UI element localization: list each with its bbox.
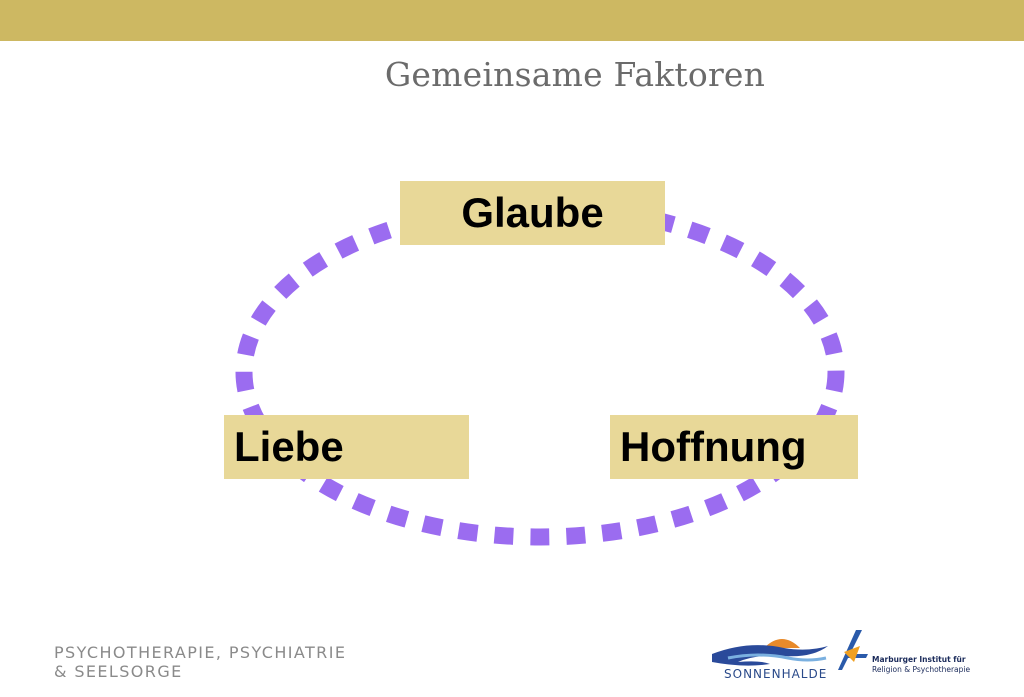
- glaube-box: Glaube: [400, 181, 665, 245]
- marburg-institute-wordmark: Marburger Institut für Religion & Psycho…: [872, 655, 970, 675]
- hoffnung-box: Hoffnung: [610, 415, 858, 479]
- sonnenhalde-wordmark: SONNENHALDE: [724, 667, 828, 681]
- marburg-line-1: Marburger Institut für: [872, 655, 966, 664]
- slide-title: Gemeinsame Faktoren: [384, 55, 766, 94]
- footer-line-1: PSYCHOTHERAPIE, PSYCHIATRIE: [54, 643, 347, 662]
- footer-line-2: & SEELSORGE: [54, 662, 183, 681]
- marburg-institute-logo-icon: [838, 630, 868, 670]
- sonnenhalde-logo-icon: [712, 639, 828, 666]
- header-bar: [0, 0, 1024, 41]
- dashed-ring: [235, 198, 845, 546]
- marburg-line-2: Religion & Psychotherapie: [872, 665, 971, 674]
- footer-tagline: PSYCHOTHERAPIE, PSYCHIATRIE & SEELSORGE: [54, 643, 346, 681]
- liebe-box: Liebe: [224, 415, 469, 479]
